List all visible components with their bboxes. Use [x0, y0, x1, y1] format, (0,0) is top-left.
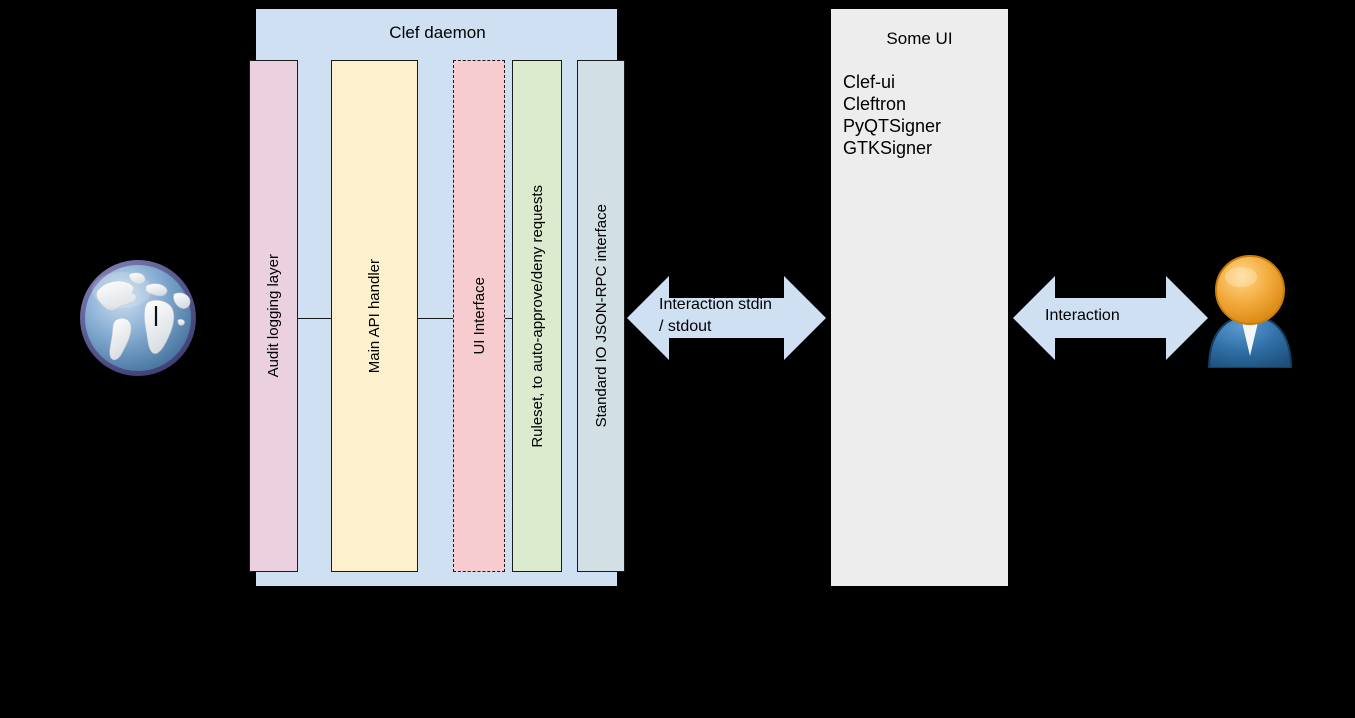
layer-ui-interface-label: UI Interface [470, 277, 488, 355]
connector-api-to-ui [417, 318, 454, 319]
some-ui-title: Some UI [886, 29, 953, 48]
interaction-arrow: Interaction [1013, 273, 1208, 363]
interaction-arrow-label: Interaction [1045, 307, 1120, 324]
user-icon [1203, 252, 1297, 369]
list-item: GTKSigner [843, 138, 933, 158]
layer-main-api-handler-label: Main API handler [366, 258, 383, 374]
layer-standard-io-json-rpc: Standard IO JSON-RPC interface [577, 60, 625, 572]
some-ui-panel: Some UI Clef-ui Cleftron PyQTSigner GTKS… [831, 9, 1008, 586]
list-item: PyQTSigner [843, 116, 942, 136]
layer-ui-interface: UI Interface [453, 60, 505, 572]
stdio-arrow-label: Interaction stdin / stdout [659, 296, 772, 335]
layer-standard-io-json-rpc-label: Standard IO JSON-RPC interface [592, 204, 610, 428]
connector-ui-to-ruleset [504, 318, 513, 319]
clef-daemon-container: Clef daemon [256, 9, 617, 586]
layer-ruleset-label: Ruleset, to auto-approve/deny requests [528, 184, 546, 448]
layer-ruleset: Ruleset, to auto-approve/deny requests [512, 60, 562, 572]
list-item: Cleftron [843, 94, 907, 114]
globe-icon [78, 258, 198, 378]
layer-main-api-handler: Main API handler [331, 60, 418, 572]
list-item: Clef-ui [843, 72, 896, 92]
some-ui-list: Clef-ui Cleftron PyQTSigner GTKSigner [843, 71, 1008, 159]
layer-audit-logging-label: Audit logging layer [265, 254, 282, 378]
stdio-arrow: Interaction stdin / stdout [627, 273, 826, 363]
connector-audit-to-api [297, 318, 332, 319]
clef-daemon-title: Clef daemon [389, 23, 486, 42]
layer-audit-logging: Audit logging layer [249, 60, 298, 572]
